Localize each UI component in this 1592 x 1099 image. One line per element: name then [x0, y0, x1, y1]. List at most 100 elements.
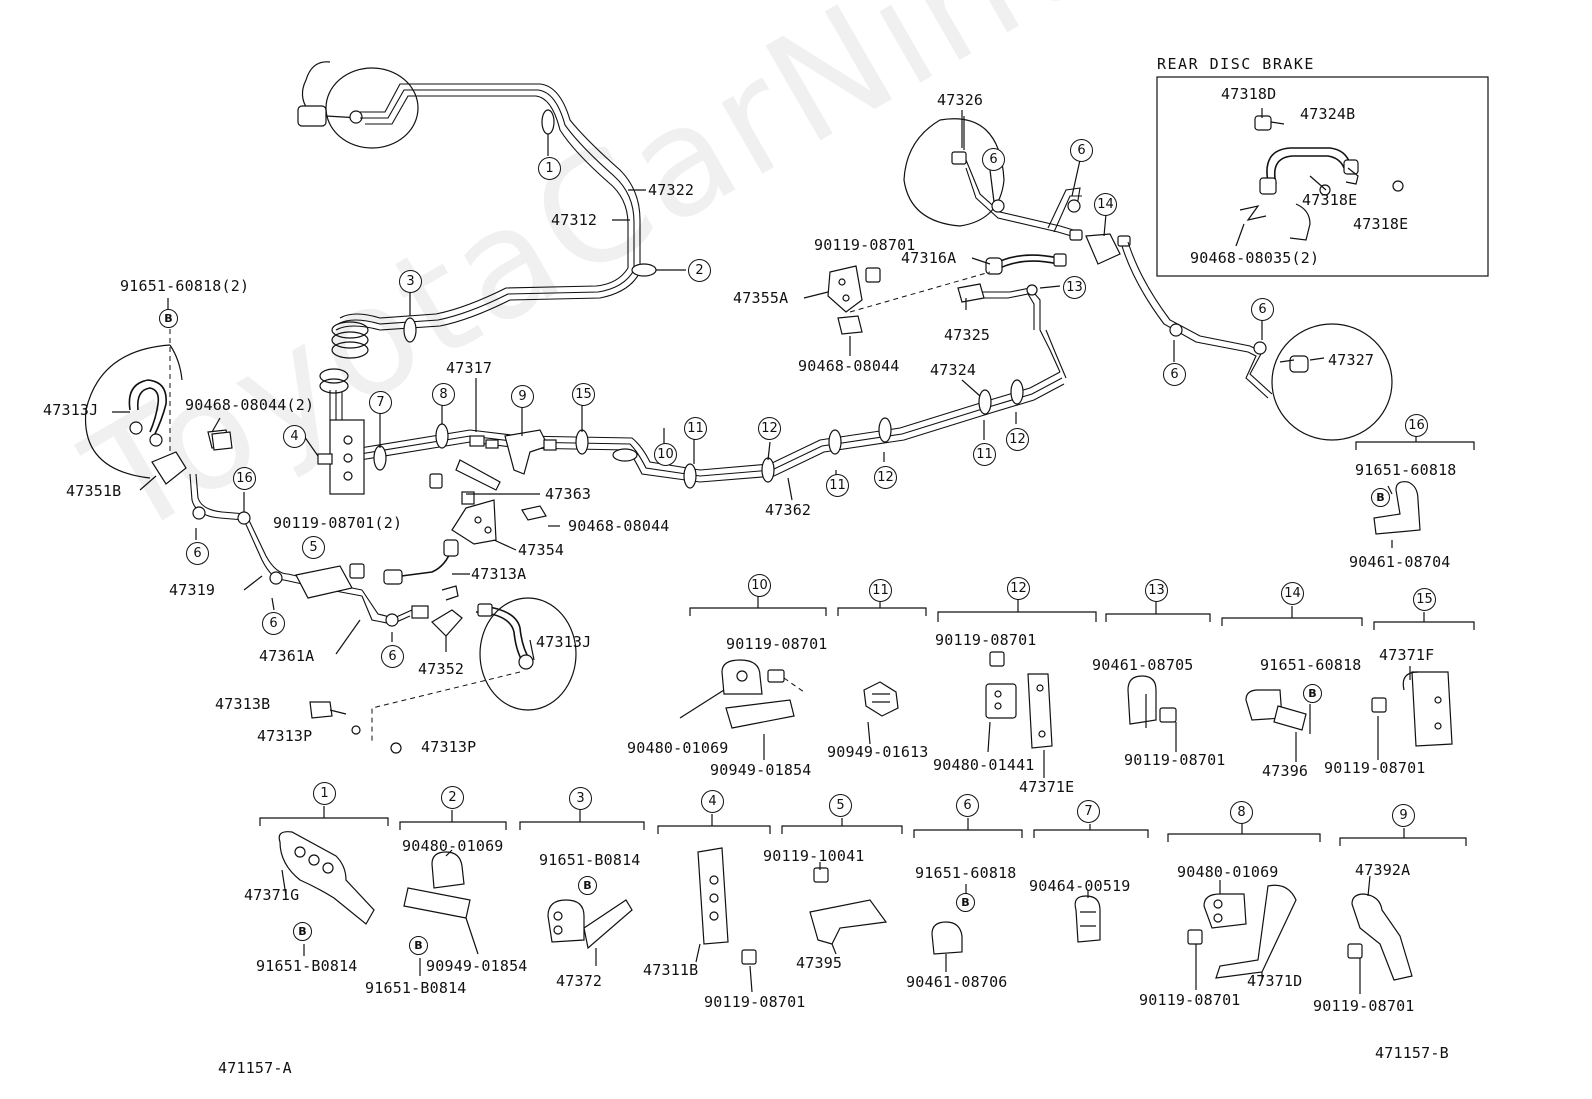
callout-number[interactable]: 8 — [1230, 801, 1253, 824]
part-label[interactable]: 47362 — [765, 501, 812, 519]
part-label[interactable]: 90949-01854 — [710, 761, 812, 779]
callout-number[interactable]: 11 — [869, 579, 892, 602]
part-label[interactable]: 47313P — [257, 727, 313, 745]
part-label[interactable]: 47311B — [643, 961, 699, 979]
part-label[interactable]: 47363 — [545, 485, 592, 503]
callout-number[interactable]: 3 — [569, 787, 592, 810]
callout-number[interactable]: 9 — [1392, 804, 1415, 827]
callout-number[interactable]: 5 — [829, 794, 852, 817]
part-label[interactable]: 47319 — [169, 581, 216, 599]
callout-number[interactable]: 12 — [1007, 577, 1030, 600]
part-label[interactable]: 47313P — [421, 738, 477, 756]
callout-number[interactable]: 16 — [233, 467, 256, 490]
part-label[interactable]: 90461-08705 — [1092, 656, 1194, 674]
part-label[interactable]: 47354 — [518, 541, 565, 559]
callout-number[interactable]: 6 — [262, 612, 285, 635]
part-label[interactable]: 90480-01441 — [933, 756, 1035, 774]
callout-number[interactable]: 16 — [1405, 414, 1428, 437]
part-label[interactable]: 47313J — [43, 401, 99, 419]
part-label[interactable]: 90468-08044 — [568, 517, 670, 535]
part-label[interactable]: 90119-08701 — [1139, 991, 1241, 1009]
callout-number[interactable]: 13 — [1063, 276, 1086, 299]
part-label[interactable]: 90949-01613 — [827, 743, 929, 761]
part-label[interactable]: 47316A — [901, 249, 957, 267]
part-label[interactable]: 47396 — [1262, 762, 1309, 780]
part-label[interactable]: 47313B — [215, 695, 271, 713]
part-label[interactable]: 90949-01854 — [426, 957, 528, 975]
callout-number[interactable]: 3 — [399, 270, 422, 293]
callout-number[interactable]: 12 — [758, 417, 781, 440]
part-label[interactable]: 90461-08706 — [906, 973, 1008, 991]
part-label[interactable]: 47371E — [1019, 778, 1075, 796]
callout-number[interactable]: 4 — [283, 425, 306, 448]
callout-number[interactable]: 6 — [956, 794, 979, 817]
callout-number[interactable]: 10 — [654, 443, 677, 466]
part-label[interactable]: 47313J — [536, 633, 592, 651]
callout-number[interactable]: 10 — [748, 574, 771, 597]
callout-number[interactable]: 11 — [826, 474, 849, 497]
part-label[interactable]: 47352 — [418, 660, 465, 678]
callout-number[interactable]: 6 — [1251, 298, 1274, 321]
callout-number[interactable]: 6 — [186, 542, 209, 565]
part-label[interactable]: 90119-08701(2) — [273, 514, 403, 532]
part-label[interactable]: 47355A — [733, 289, 789, 307]
callout-number[interactable]: 15 — [572, 383, 595, 406]
callout-number[interactable]: 11 — [684, 417, 707, 440]
callout-number[interactable]: 6 — [1163, 363, 1186, 386]
part-label[interactable]: 47361A — [259, 647, 315, 665]
part-label[interactable]: 91651-60818 — [915, 864, 1017, 882]
part-label[interactable]: 90119-10041 — [763, 847, 865, 865]
part-label[interactable]: 47318D — [1221, 85, 1277, 103]
callout-number[interactable]: 14 — [1094, 193, 1117, 216]
part-label[interactable]: 47326 — [937, 91, 984, 109]
part-label[interactable]: 47312 — [551, 211, 598, 229]
part-label[interactable]: 90468-08044 — [798, 357, 900, 375]
part-label[interactable]: 47324B — [1300, 105, 1356, 123]
callout-number[interactable]: 12 — [1006, 428, 1029, 451]
part-label[interactable]: 47395 — [796, 954, 843, 972]
part-label[interactable]: 47392A — [1355, 861, 1411, 879]
callout-number[interactable]: 14 — [1281, 582, 1304, 605]
part-label[interactable]: 47313A — [471, 565, 527, 583]
callout-number[interactable]: 13 — [1145, 579, 1168, 602]
part-label[interactable]: 91651-60818 — [1260, 656, 1362, 674]
part-label[interactable]: 91651-B0814 — [365, 979, 467, 997]
part-label[interactable]: 90119-08701 — [1313, 997, 1415, 1015]
part-label[interactable]: 90119-08701 — [935, 631, 1037, 649]
part-label[interactable]: 90119-08701 — [1124, 751, 1226, 769]
part-label[interactable]: 90119-08701 — [814, 236, 916, 254]
part-label[interactable]: 90468-08035(2) — [1190, 249, 1320, 267]
callout-number[interactable]: 11 — [973, 443, 996, 466]
part-label[interactable]: 91651-B0814 — [256, 957, 358, 975]
part-label[interactable]: 47324 — [930, 361, 977, 379]
callout-number[interactable]: 6 — [1070, 139, 1093, 162]
part-label[interactable]: 47371F — [1379, 646, 1435, 664]
part-label[interactable]: 91651-60818(2) — [120, 277, 250, 295]
part-label[interactable]: 47325 — [944, 326, 991, 344]
callout-number[interactable]: 7 — [1077, 800, 1100, 823]
part-label[interactable]: 47372 — [556, 972, 603, 990]
part-label[interactable]: 91651-60818 — [1355, 461, 1457, 479]
part-label[interactable]: 47318E — [1302, 191, 1358, 209]
part-label[interactable]: 90119-08701 — [704, 993, 806, 1011]
part-label[interactable]: 47351B — [66, 482, 122, 500]
part-label[interactable]: 47322 — [648, 181, 695, 199]
part-label[interactable]: 91651-B0814 — [539, 851, 641, 869]
callout-number[interactable]: 6 — [982, 148, 1005, 171]
callout-number[interactable]: 7 — [369, 391, 392, 414]
callout-number[interactable]: 1 — [313, 782, 336, 805]
callout-number[interactable]: 2 — [688, 259, 711, 282]
part-label[interactable]: 90480-01069 — [402, 837, 504, 855]
callout-number[interactable]: 8 — [432, 383, 455, 406]
part-label[interactable]: 90461-08704 — [1349, 553, 1451, 571]
part-label[interactable]: 90480-01069 — [1177, 863, 1279, 881]
part-label[interactable]: 90119-08701 — [726, 635, 828, 653]
part-label[interactable]: 47371G — [244, 886, 300, 904]
part-label[interactable]: 47371D — [1247, 972, 1303, 990]
part-label[interactable]: 90468-08044(2) — [185, 396, 315, 414]
callout-number[interactable]: 4 — [701, 790, 724, 813]
callout-number[interactable]: 12 — [874, 466, 897, 489]
callout-number[interactable]: 2 — [441, 786, 464, 809]
part-label[interactable]: 90464-00519 — [1029, 877, 1131, 895]
part-label[interactable]: 90480-01069 — [627, 739, 729, 757]
